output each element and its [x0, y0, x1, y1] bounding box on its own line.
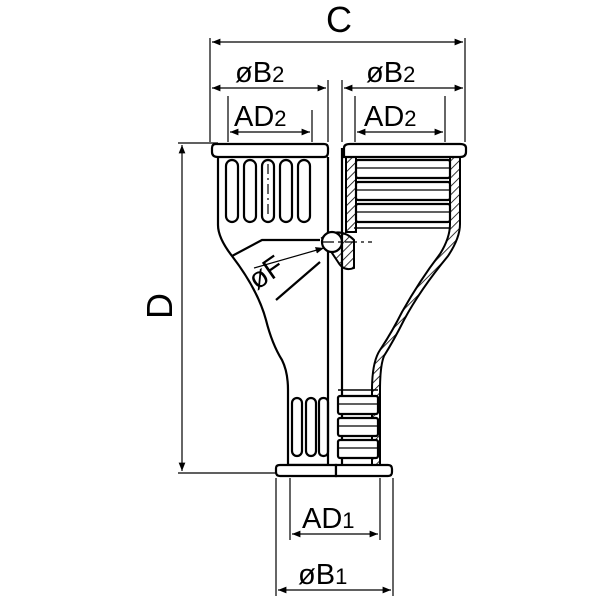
grip-slots-bottom [290, 396, 330, 458]
sleeve-rings-bottom [336, 389, 380, 460]
dimension-d: D [139, 142, 282, 474]
dimension-b1: øB1 [275, 478, 394, 596]
label-ad1: AD1 [302, 503, 355, 535]
grip-slots-top [224, 158, 312, 224]
dimension-c: C [209, 0, 466, 142]
label-b2-right: øB2 [366, 57, 415, 89]
label-ad2-right: AD2 [364, 101, 417, 133]
pivot-joint [320, 230, 372, 271]
dimension-ad2: AD2 AD2 [227, 96, 446, 142]
label-c: C [326, 0, 352, 40]
label-ad2-left: AD2 [234, 101, 287, 133]
label-f: øF [243, 250, 290, 297]
dimension-b2: øB2 øB2 [212, 57, 463, 142]
dimension-ad1: AD1 [289, 478, 381, 540]
fitting-right-half-section [334, 142, 468, 478]
label-d: D [139, 293, 180, 319]
label-b2-left: øB2 [235, 57, 284, 89]
dimension-f: øF [243, 247, 325, 297]
sleeve-rings-top [354, 158, 452, 229]
fitting-left-half [210, 142, 338, 478]
label-b1: øB1 [298, 559, 347, 591]
